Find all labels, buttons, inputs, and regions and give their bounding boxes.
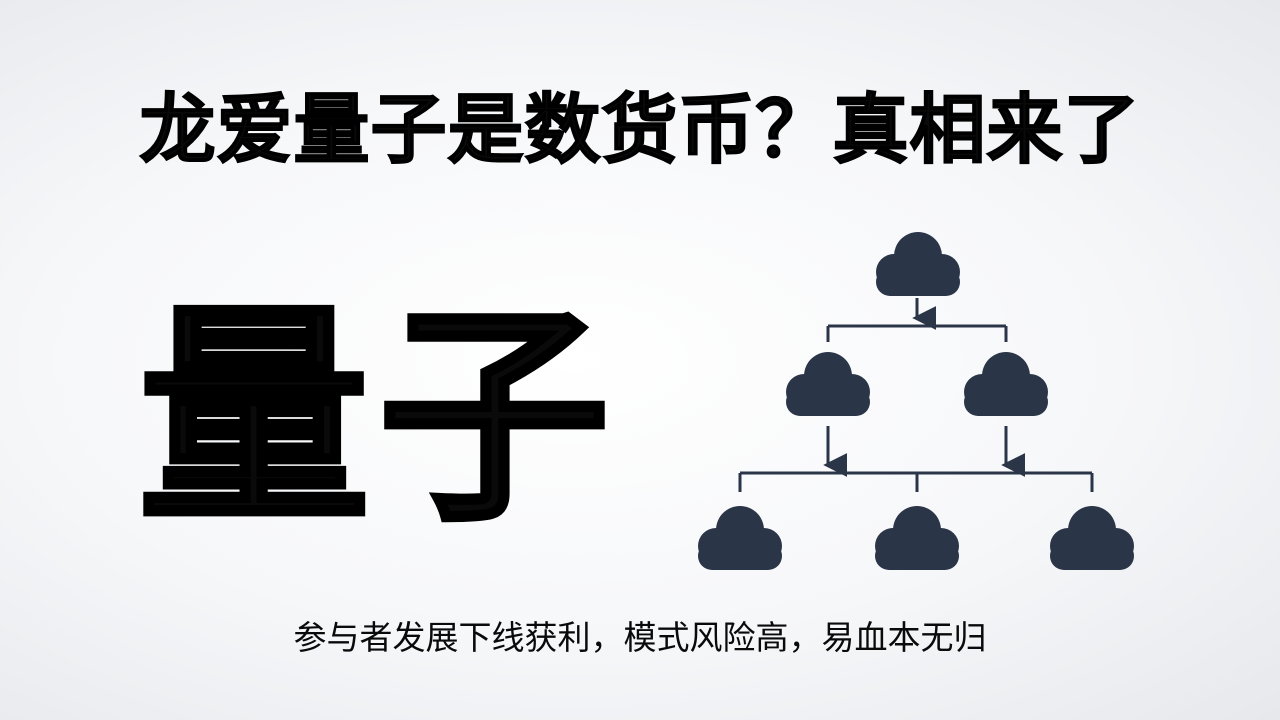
pyramid-hierarchy-diagram (698, 232, 1134, 570)
cloud-icon (876, 232, 960, 296)
nodes (698, 232, 1134, 570)
connector-lines (738, 298, 1094, 492)
caption: 参与者发展下线获利，模式风险高，易血本无归 (293, 618, 987, 657)
arrows (823, 306, 1026, 477)
cloud-icon (875, 506, 959, 570)
cloud-icon (698, 506, 782, 570)
headline: 龙爱量子是数货币？真相来了 (139, 84, 1141, 175)
cloud-icon (786, 352, 870, 416)
big-word: 量子 (136, 283, 619, 553)
cloud-icon (964, 352, 1048, 416)
cloud-icon (1050, 506, 1134, 570)
